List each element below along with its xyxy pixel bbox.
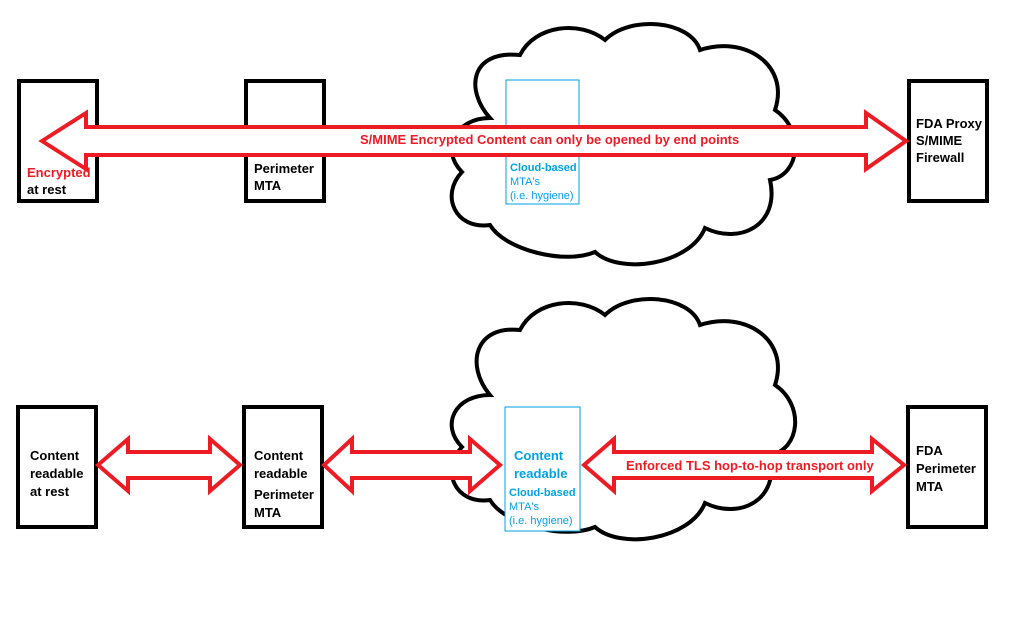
bottom-left-label-1: Content xyxy=(30,448,80,463)
bottom-cloud-mta-box xyxy=(504,406,581,532)
bottom-left-label-3: at rest xyxy=(30,484,70,499)
top-cloud-label-2: MTA's xyxy=(510,176,541,188)
bottom-cloud-shape xyxy=(449,297,798,542)
bottom-fda-box xyxy=(906,405,988,529)
top-fda-label-3: Firewall xyxy=(916,150,965,165)
top-perimeter-label-2: MTA xyxy=(254,178,282,193)
bottom-perimeter-label-1: Content xyxy=(254,448,304,463)
bottom-cloud-label-1: Content xyxy=(514,448,564,463)
top-encrypted-arrow xyxy=(38,109,910,173)
bottom-left-box xyxy=(16,405,98,529)
top-cloud-label-3: (i.e. hygiene) xyxy=(510,190,574,202)
bottom-left-label-2: readable xyxy=(30,466,84,481)
top-left-label-at-rest: at rest xyxy=(27,182,67,197)
bottom-arrow-label: Enforced TLS hop-to-hop transport only xyxy=(626,458,874,473)
bottom-fda-label-1: FDA xyxy=(916,443,943,458)
top-fda-label-1: FDA Proxy xyxy=(916,116,982,131)
bottom-cloud-label-2: readable xyxy=(514,466,568,481)
bottom-arrow-perimeter-to-cloud xyxy=(321,434,504,496)
top-fda-label-2: S/MIME xyxy=(916,133,963,148)
bottom-cloud-label-4: MTA's xyxy=(509,501,540,513)
bottom-fda-label-3: MTA xyxy=(916,479,944,494)
top-arrow-label: S/MIME Encrypted Content can only be ope… xyxy=(360,132,740,147)
bottom-tls-arrow xyxy=(580,434,908,496)
top-left-label-encrypted: Encrypted xyxy=(27,165,91,180)
bottom-cloud-label-5: (i.e. hygiene) xyxy=(509,515,573,527)
bottom-perimeter-label-4: MTA xyxy=(254,505,282,520)
bottom-perimeter-label-2: readable xyxy=(254,466,308,481)
top-cloud-label-1: Cloud-based xyxy=(510,162,577,174)
bottom-perimeter-box xyxy=(242,405,324,529)
top-perimeter-label-1: Perimeter xyxy=(254,161,314,176)
top-fda-box xyxy=(907,79,989,203)
bottom-perimeter-label-3: Perimeter xyxy=(254,487,314,502)
bottom-cloud-label-3: Cloud-based xyxy=(509,487,576,499)
bottom-arrow-left-to-perimeter xyxy=(94,434,244,496)
bottom-fda-label-2: Perimeter xyxy=(916,461,976,476)
